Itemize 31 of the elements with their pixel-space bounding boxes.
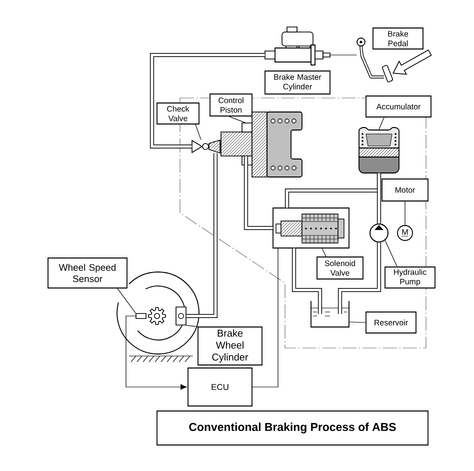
leader-line (378, 117, 384, 130)
speed-sensor (136, 313, 146, 319)
signal-arrow (126, 316, 187, 390)
leader-line (186, 325, 198, 327)
signal-wire (252, 248, 278, 388)
pump-symbol (370, 224, 388, 242)
leader-line (195, 124, 202, 140)
wheel-cylinder (176, 306, 186, 326)
leader-line (117, 288, 136, 314)
solenoid-valve (272, 208, 350, 248)
leader-line (404, 201, 406, 226)
leader-line (348, 322, 366, 323)
control-unit-box: ECU (188, 368, 252, 406)
accumulator (358, 127, 400, 174)
label-box: Wheel Speed Sensor (48, 258, 128, 288)
master-cylinder (264, 26, 330, 66)
pipe (376, 173, 382, 224)
pipe (150, 52, 265, 149)
pipe (244, 156, 273, 230)
leader-line (384, 240, 398, 267)
push-rod (330, 54, 358, 56)
title: Conventional Braking Process of ABS (156, 410, 428, 446)
label-box: Brake Wheel Cylinder (198, 326, 262, 366)
pipe (338, 242, 382, 303)
pipe (186, 153, 218, 318)
leader-line (322, 248, 326, 257)
check-valve (192, 139, 220, 154)
reservoir (310, 300, 350, 328)
leader-line (228, 116, 246, 124)
pipe (292, 248, 322, 303)
control-piston (220, 112, 302, 178)
